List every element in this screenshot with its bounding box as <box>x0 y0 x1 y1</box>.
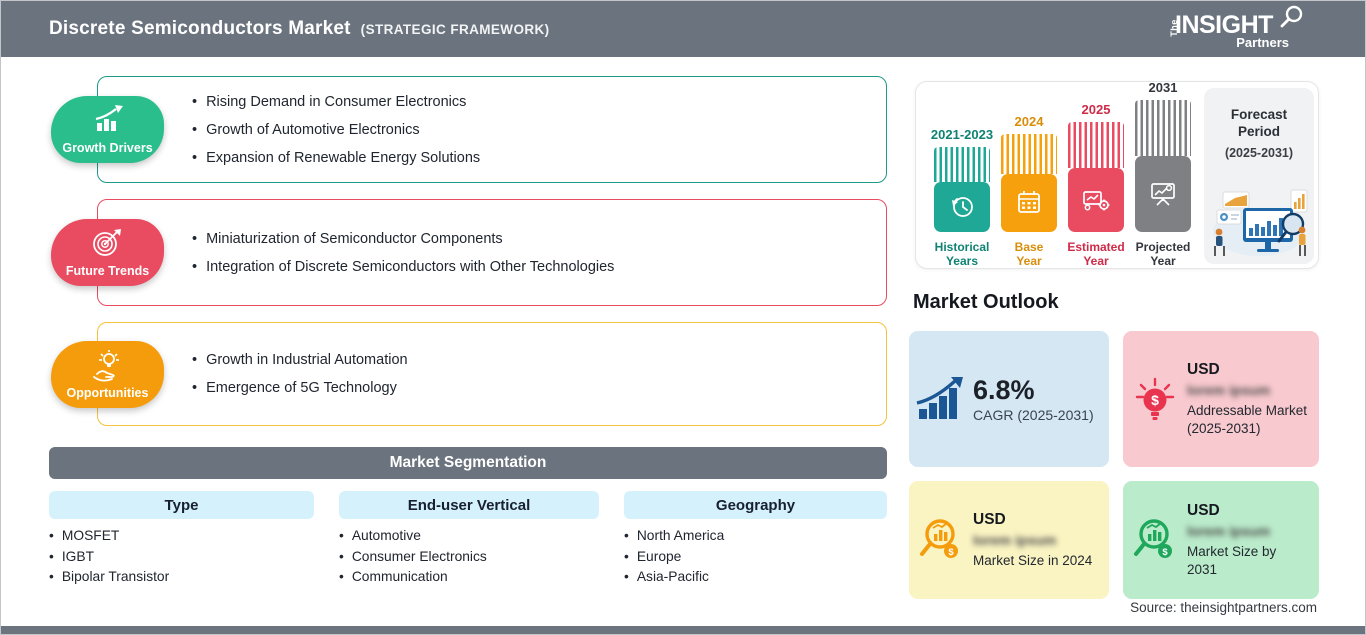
svg-text:$: $ <box>948 547 954 558</box>
growth-drivers-label: Growth Drivers <box>62 141 153 155</box>
list-item: Miniaturization of Semiconductor Compone… <box>192 229 868 249</box>
source-text: Source: theinsightpartners.com <box>1130 600 1317 615</box>
list-item: Growth of Automotive Electronics <box>192 120 868 140</box>
bar-label: Year <box>1083 254 1109 268</box>
cagr-card: 6.8% CAGR (2025-2031) <box>909 331 1109 467</box>
growth-drivers-badge: Growth Drivers <box>51 96 164 163</box>
addressable-market-card: $ USD lorem ipsum Addressable Market (20… <box>1123 331 1319 467</box>
svg-text:$: $ <box>1151 392 1159 408</box>
magnifier-chart-green-icon: $ <box>1134 519 1172 558</box>
analytics-illustration <box>1213 189 1308 256</box>
page-subtitle: (STRATEGIC FRAMEWORK) <box>360 22 550 37</box>
year-label: 2025 <box>1081 102 1111 117</box>
currency-label: USD <box>1187 360 1220 378</box>
list-item: Emergence of 5G Technology <box>192 378 868 398</box>
geography-list: North America Europe Asia-Pacific <box>624 526 724 588</box>
title-wrap: Discrete Semiconductors Market (STRATEGI… <box>49 18 550 40</box>
magnifier-chart-orange-icon: $ <box>920 519 958 558</box>
bar-label: Year <box>1016 254 1042 268</box>
future-trends-list: Miniaturization of Semiconductor Compone… <box>98 200 886 305</box>
list-item: Rising Demand in Consumer Electronics <box>192 92 868 112</box>
list-item: Integration of Discrete Semiconductors w… <box>192 257 868 277</box>
analytics-gear-icon <box>1083 191 1110 211</box>
calendar-icon <box>1018 191 1040 213</box>
svg-text:$: $ <box>1162 547 1168 558</box>
bar-label: Historical <box>934 240 990 254</box>
redacted-value: lorem ipsum <box>1187 522 1271 539</box>
list-item: MOSFET <box>49 526 169 547</box>
bar-label: Year <box>1150 254 1176 268</box>
years-timeline-panel: 2021-2023 Historical Years 2024 <box>915 80 1319 269</box>
list-item: North America <box>624 526 724 547</box>
cagr-label: CAGR (2025-2031) <box>973 407 1094 423</box>
insight-partners-logo: The INSIGHT Partners <box>1167 5 1307 51</box>
year-label: 2031 <box>1148 80 1178 95</box>
list-item: Automotive <box>339 526 487 547</box>
card-label: Market Size by 2031 <box>1187 543 1277 577</box>
market-outlook-title: Market Outlook <box>913 291 1059 313</box>
growth-drivers-box: Rising Demand in Consumer Electronics Gr… <box>97 76 887 183</box>
opportunities-box: Growth in Industrial Automation Emergenc… <box>97 322 887 426</box>
growth-chart-icon <box>916 377 963 419</box>
list-item: Bipolar Transistor <box>49 567 169 588</box>
forecast-line2: Period <box>1237 124 1280 139</box>
future-trends-box: Miniaturization of Semiconductor Compone… <box>97 199 887 306</box>
list-item: Consumer Electronics <box>339 547 487 568</box>
market-size-2031-card: $ USD lorem ipsum Market Size by 2031 <box>1123 481 1319 599</box>
list-item: Europe <box>624 547 724 568</box>
opportunities-label: Opportunities <box>66 386 149 400</box>
segmentation-column-type: Type <box>49 491 314 519</box>
market-size-2024-card: $ USD lorem ipsum Market Size in 2024 <box>909 481 1109 599</box>
header-bar: Discrete Semiconductors Market (STRATEGI… <box>1 1 1365 57</box>
logo-name: INSIGHT <box>1175 11 1273 39</box>
list-item: IGBT <box>49 547 169 568</box>
enduser-list: Automotive Consumer Electronics Communic… <box>339 526 487 588</box>
opportunities-list: Growth in Industrial Automation Emergenc… <box>98 323 886 425</box>
card-label: Market Size in 2024 <box>973 552 1093 568</box>
bar-label: Years <box>945 254 979 268</box>
card-label: Addressable Market (2025-2031) <box>1187 402 1308 436</box>
list-item: Communication <box>339 567 487 588</box>
list-item: Expansion of Renewable Energy Solutions <box>192 148 868 168</box>
history-clock-icon <box>952 197 973 217</box>
currency-label: USD <box>1187 501 1220 519</box>
list-item: Growth in Industrial Automation <box>192 350 868 370</box>
redacted-value: lorem ipsum <box>1187 381 1271 398</box>
bar-label: Base <box>1014 240 1044 254</box>
bar-chart-rise-icon <box>95 105 123 131</box>
magnifier-icon <box>1280 5 1303 28</box>
forecast-range: (2025-2031) <box>1224 146 1294 160</box>
opportunities-badge: Opportunities <box>51 341 164 408</box>
year-label: 2024 <box>1014 114 1044 129</box>
segmentation-column-enduser: End-user Vertical <box>339 491 599 519</box>
segmentation-column-geography: Geography <box>624 491 887 519</box>
redacted-value: lorem ipsum <box>973 531 1057 548</box>
hand-bulb-icon <box>92 350 119 382</box>
bulb-dollar-icon: $ <box>1135 377 1175 420</box>
list-item: Asia-Pacific <box>624 567 724 588</box>
cagr-value: 6.8% <box>973 375 1035 405</box>
market-segmentation-header: Market Segmentation <box>49 447 887 479</box>
projection-screen-icon <box>1151 183 1175 206</box>
future-trends-label: Future Trends <box>65 264 150 278</box>
bar-label: Projected <box>1135 240 1191 254</box>
type-list: MOSFET IGBT Bipolar Transistor <box>49 526 169 588</box>
bar-label: Estimated <box>1067 240 1125 254</box>
growth-drivers-list: Rising Demand in Consumer Electronics Gr… <box>98 77 886 182</box>
page-title: Discrete Semiconductors Market <box>49 18 351 39</box>
forecast-period-panel: Forecast Period (2025-2031) <box>1204 88 1314 264</box>
bottom-strip <box>1 626 1365 634</box>
logo-tagline: Partners <box>1236 35 1289 50</box>
year-label: 2021-2023 <box>930 127 994 142</box>
target-dart-icon <box>92 229 121 256</box>
forecast-line1: Forecast <box>1230 107 1288 122</box>
future-trends-badge: Future Trends <box>51 219 164 286</box>
currency-label: USD <box>973 510 1006 528</box>
